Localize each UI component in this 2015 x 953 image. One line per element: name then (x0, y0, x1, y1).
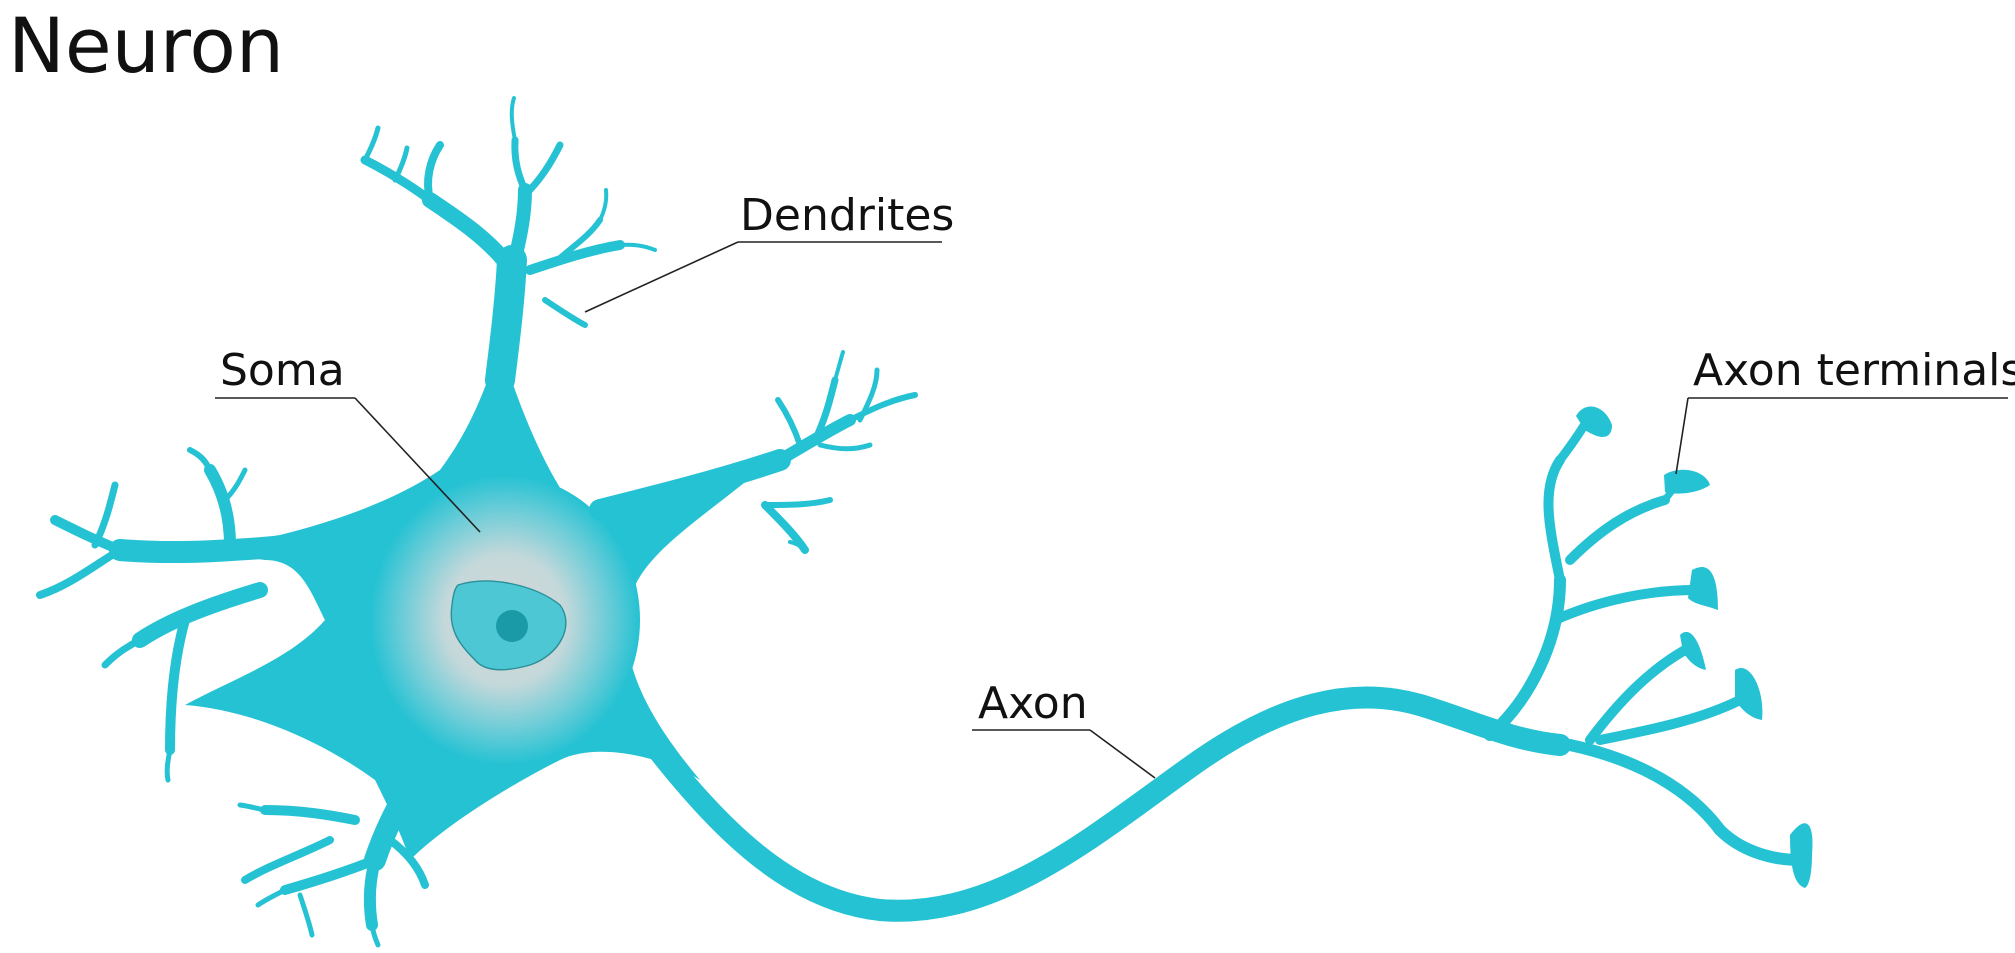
nucleolus (496, 610, 528, 642)
dendrites-left (36, 447, 311, 783)
label-dendrites: Dendrites (740, 190, 954, 241)
terminal-bulb-6 (1790, 823, 1813, 888)
label-axon-group: Axon (972, 678, 1156, 779)
terminal-bulb-2 (1664, 469, 1710, 494)
axon (639, 686, 1571, 922)
leader-axon (1089, 729, 1156, 779)
diagram-title: Neuron (8, 1, 284, 90)
terminal-bulb-1 (1576, 406, 1612, 437)
label-axon-terminals: Axon terminals (1693, 345, 2015, 396)
dendrites-bottom (237, 759, 431, 948)
label-soma-group: Soma (215, 345, 481, 533)
label-dendrites-group: Dendrites (584, 190, 954, 313)
leader-axon-terminals (1675, 397, 1689, 475)
terminal-bulb-3 (1688, 566, 1718, 610)
label-axon-terminals-group: Axon terminals (1675, 345, 2015, 475)
terminal-bulb-5 (1735, 668, 1763, 720)
label-axon: Axon (978, 678, 1088, 729)
axon-terminals (1484, 410, 1806, 866)
leader-dendrites (584, 241, 739, 313)
dendrites-top (360, 96, 657, 395)
terminal-bulb-4 (1680, 631, 1706, 670)
dendrites-right (589, 350, 918, 554)
label-soma: Soma (220, 345, 345, 396)
axon-terminal-bulbs (1576, 406, 1813, 888)
leader-soma (354, 397, 481, 533)
neuron-cell (36, 96, 1813, 948)
